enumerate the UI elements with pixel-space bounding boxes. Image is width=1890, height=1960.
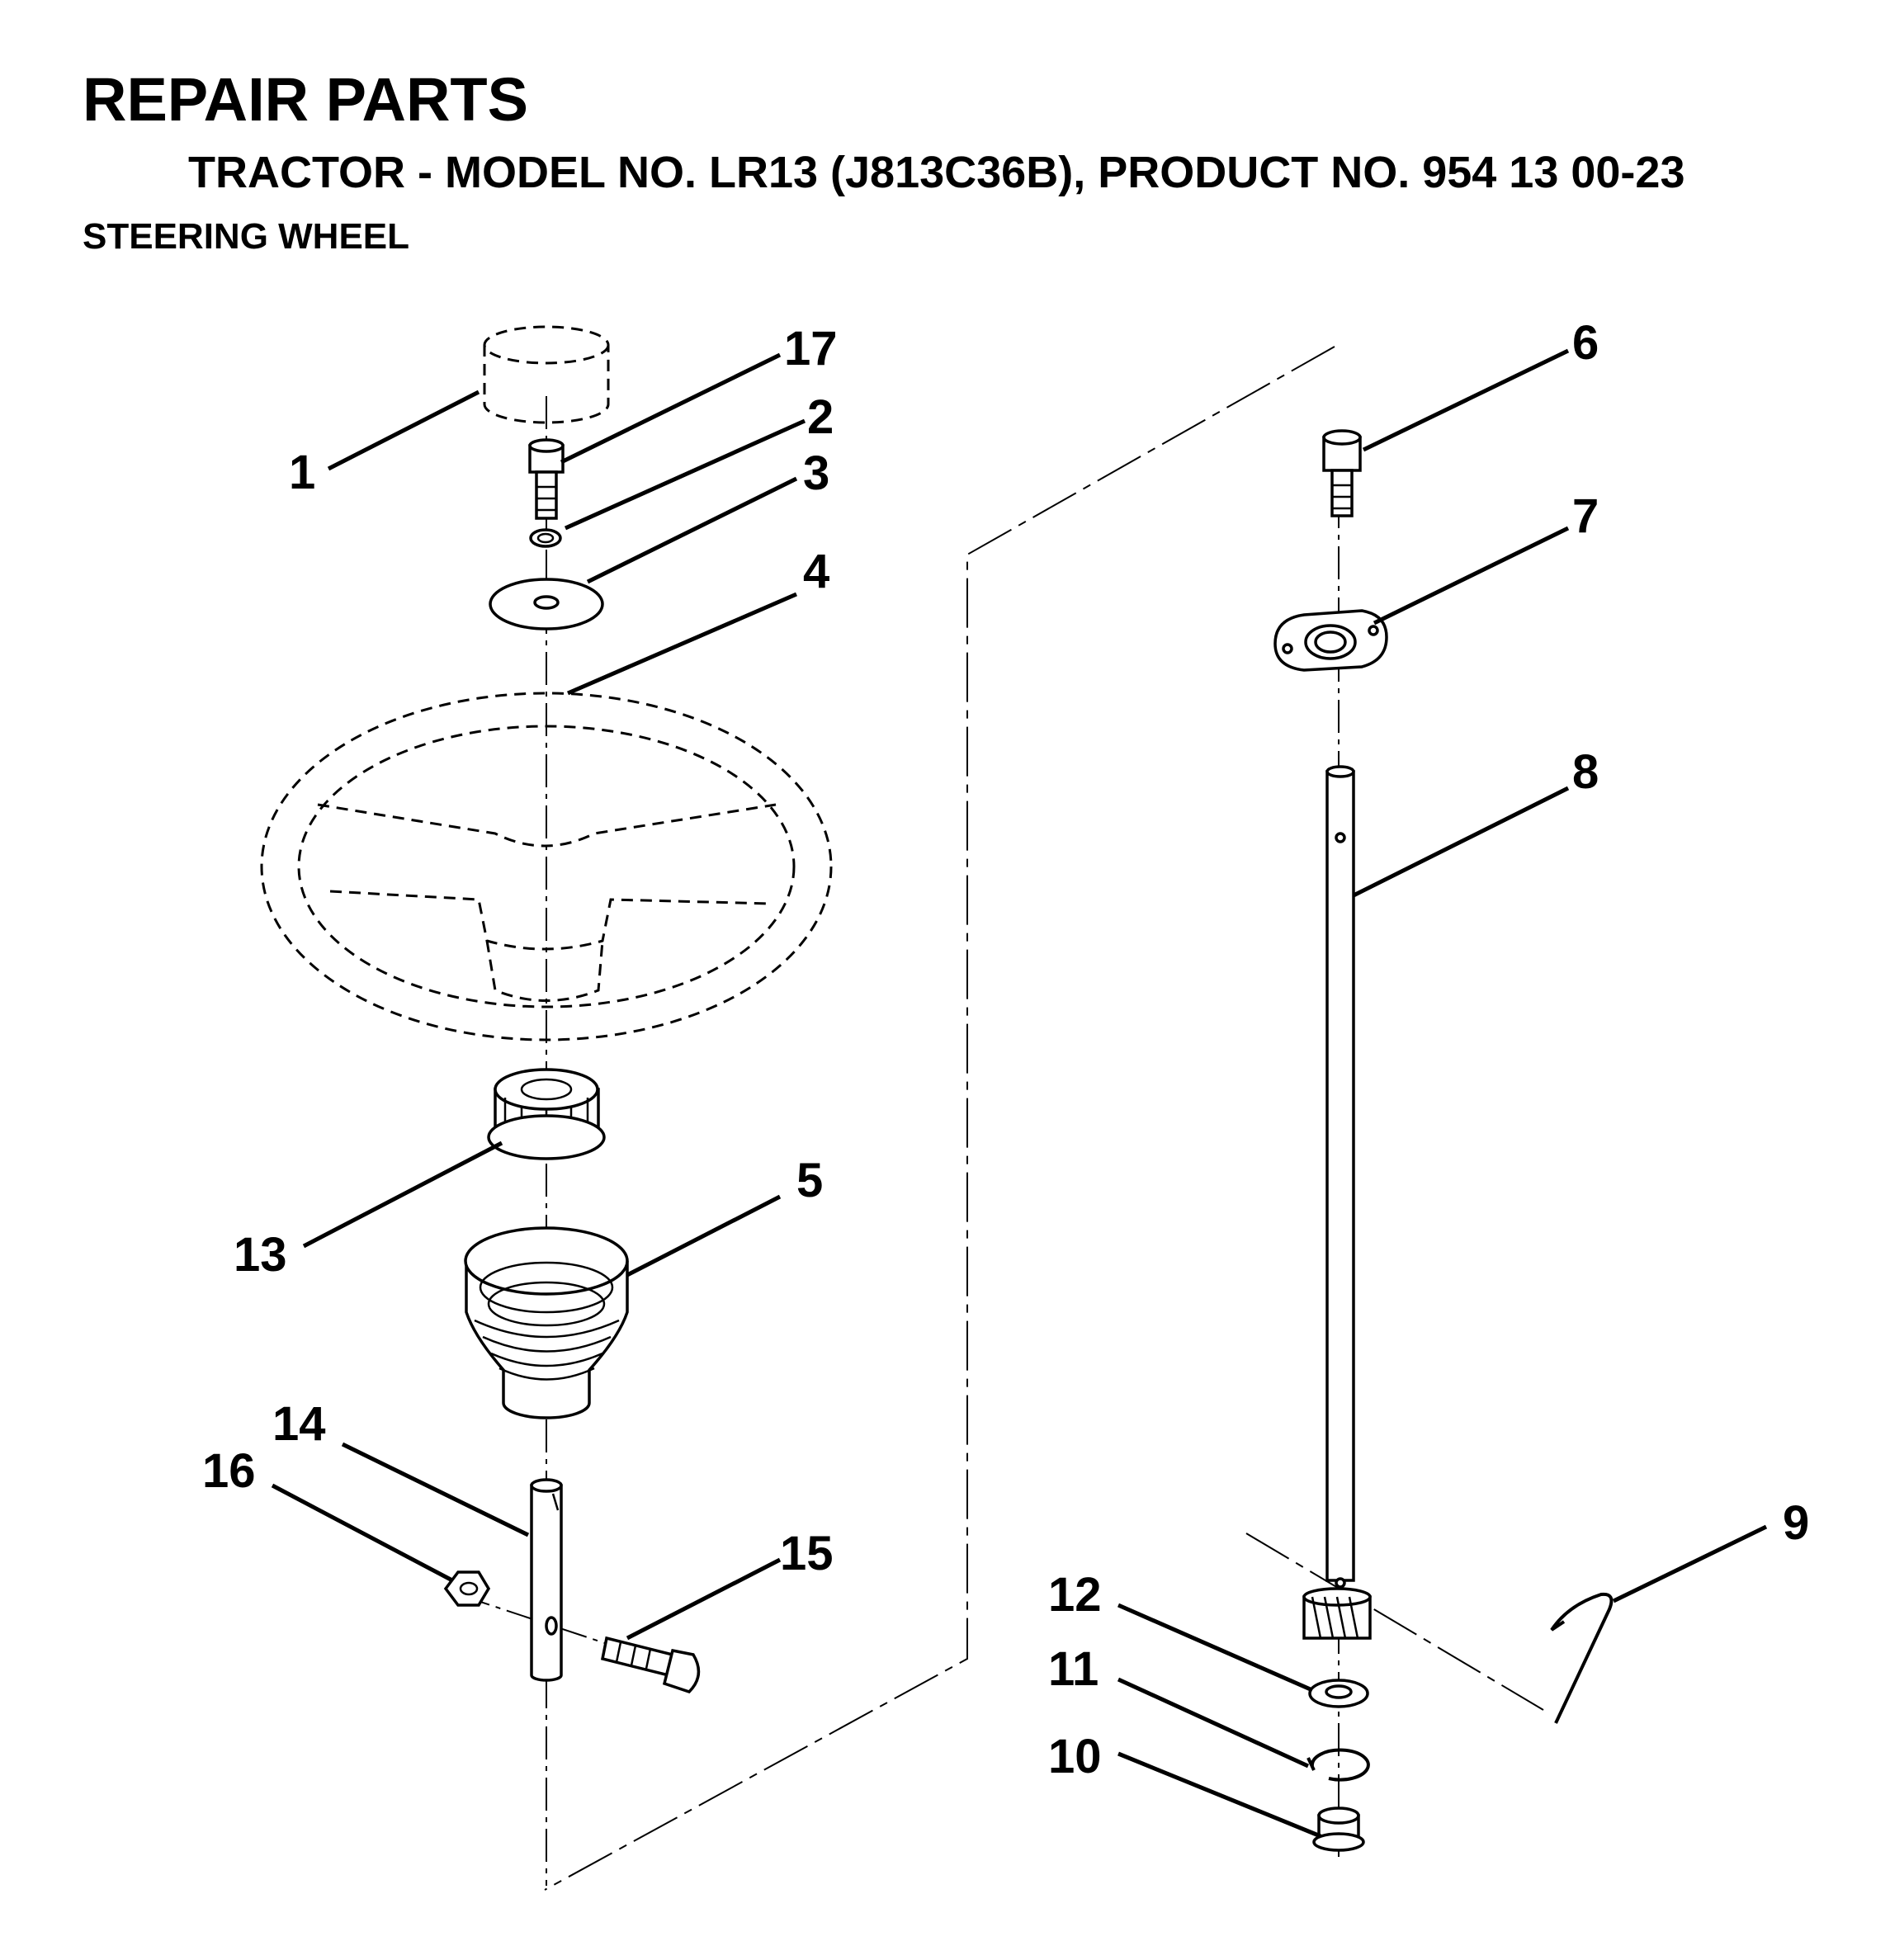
nut-part [443, 1570, 491, 1607]
boot-part [464, 1226, 629, 1419]
callout-9: 9 [1783, 1496, 1809, 1550]
leader-1 [327, 390, 480, 471]
gear-part [1302, 1587, 1372, 1640]
callout-15: 15 [780, 1527, 834, 1580]
callout-2: 2 [807, 390, 834, 444]
bearing-flange-part [1273, 609, 1388, 672]
shaft-reference-line [1245, 1533, 1544, 1711]
adapter-part [487, 1068, 606, 1160]
leader-2 [564, 418, 806, 531]
retaining-ring-part [1306, 1748, 1370, 1782]
leader-5 [626, 1194, 782, 1278]
leader-15 [626, 1557, 782, 1641]
callout-13: 13 [234, 1228, 287, 1282]
leader-6 [1362, 348, 1570, 452]
callout-1: 1 [289, 446, 315, 499]
bushing-part [1312, 1807, 1365, 1852]
extension-part [530, 1478, 563, 1682]
callout-14: 14 [272, 1397, 326, 1451]
leader-13 [302, 1141, 503, 1249]
callout-5: 5 [796, 1154, 823, 1207]
leader-11 [1117, 1677, 1310, 1769]
leader-12 [1117, 1603, 1314, 1693]
callout-6: 6 [1572, 316, 1599, 370]
leader-3 [586, 476, 798, 584]
callout-12: 12 [1048, 1568, 1102, 1622]
leader-17 [560, 352, 782, 465]
lock-washer-part [529, 528, 562, 548]
leader-16 [271, 1483, 454, 1583]
leader-7 [1373, 526, 1570, 626]
assembly-outline [544, 346, 1335, 1891]
callout-11: 11 [1048, 1642, 1099, 1696]
cap-part [483, 325, 610, 424]
leader-9 [1612, 1524, 1768, 1603]
model-subtitle: TRACTOR - MODEL NO. LR13 (J813C36B), PRO… [188, 148, 1685, 197]
pin-bolt-part [600, 1636, 701, 1694]
leader-4 [567, 592, 797, 696]
steering-wheel-part [260, 692, 833, 1041]
callout-8: 8 [1572, 745, 1599, 799]
callout-4: 4 [803, 545, 829, 598]
flat-washer-part [489, 578, 604, 631]
hex-bolt-part [1322, 429, 1362, 517]
steering-shaft-part [1325, 765, 1355, 1589]
wire-clip-part [1550, 1592, 1614, 1724]
pin-axis [457, 1594, 628, 1651]
callout-16: 16 [202, 1444, 256, 1498]
callout-3: 3 [803, 446, 829, 500]
bolt-part [528, 438, 565, 520]
leader-14 [341, 1442, 530, 1537]
page-title: REPAIR PARTS [83, 65, 528, 134]
washer-part [1308, 1679, 1369, 1708]
leader-8 [1352, 786, 1570, 898]
leader-10 [1117, 1751, 1321, 1839]
callout-17: 17 [784, 322, 838, 375]
callout-10: 10 [1048, 1730, 1102, 1783]
callout-7: 7 [1572, 489, 1599, 543]
section-title: STEERING WHEEL [83, 216, 410, 257]
